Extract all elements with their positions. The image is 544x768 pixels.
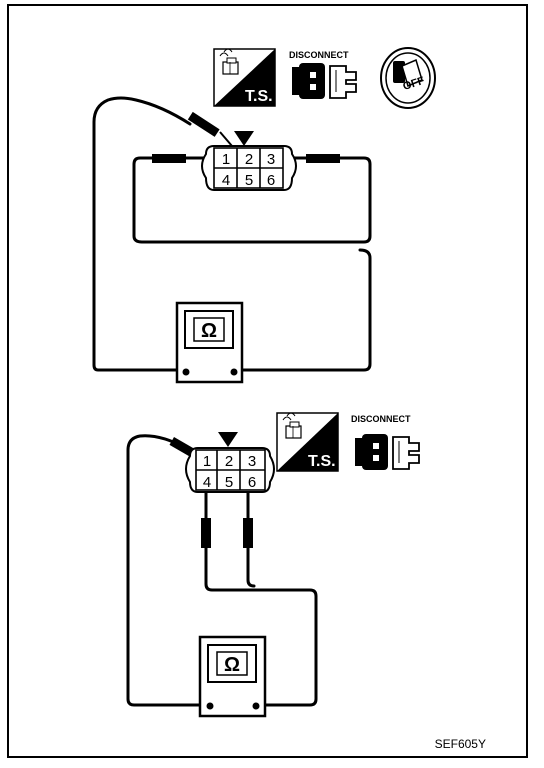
- upper-ohm-symbol: Ω: [201, 320, 217, 342]
- lower-terminal-2: 2: [225, 453, 233, 470]
- upper-meter-terminal-left: [182, 368, 190, 376]
- upper-terminal-3: 3: [267, 151, 275, 168]
- upper-procedure: T.S. DISCONNECT OFF: [92, 47, 436, 384]
- lower-terminal-1: 1: [203, 453, 211, 470]
- upper-jumper-sleeve-right: [306, 154, 340, 163]
- upper-jumper-wire: [132, 156, 372, 244]
- disconnect-label: DISCONNECT: [351, 414, 411, 424]
- ts-label: T.S.: [308, 453, 336, 470]
- ts-icon: T.S.: [276, 412, 339, 472]
- upper-connector-key-mark: [234, 131, 254, 146]
- upper-probe-wire-right: [232, 248, 372, 372]
- upper-connector: 1 2 3 4 5 6: [201, 131, 297, 191]
- ts-icon-connector-glyph: [282, 412, 302, 439]
- figure-frame: [7, 4, 528, 758]
- lower-terminal-3: 3: [248, 453, 256, 470]
- lower-ohm-symbol: Ω: [224, 654, 240, 676]
- disconnect-label: DISCONNECT: [289, 50, 349, 60]
- disconnect-plug-white: [392, 436, 420, 470]
- lower-ohmmeter: Ω: [198, 635, 267, 718]
- upper-terminal-1: 1: [222, 151, 230, 168]
- lower-procedure: T.S. DISCONNECT: [126, 412, 420, 718]
- disconnect-plug-black: [292, 63, 325, 99]
- disconnect-plug-black: [355, 434, 388, 470]
- lower-meter-terminal-left: [206, 702, 214, 710]
- lower-terminal-4: 4: [203, 474, 211, 491]
- upper-probe-wire-left: [92, 96, 192, 372]
- lower-wiring: [126, 434, 318, 707]
- ignition-off-icon: OFF: [380, 47, 436, 109]
- lower-wire-terminal-4: [204, 488, 318, 707]
- upper-ohmmeter: Ω: [175, 301, 244, 384]
- lower-probe-wire-left: [126, 434, 212, 707]
- ts-icon: T.S.: [213, 48, 276, 107]
- lower-probe-sleeve-left: [201, 518, 211, 548]
- lower-terminal-5: 5: [225, 474, 233, 491]
- upper-probe-sleeves: [152, 111, 340, 163]
- upper-wiring: [92, 96, 372, 372]
- upper-jumper-sleeve-left: [152, 154, 186, 163]
- ts-icon-connector-glyph: [219, 48, 239, 75]
- lower-terminal-6: 6: [248, 474, 256, 491]
- disconnect-plug-white: [329, 65, 357, 99]
- upper-terminal-5: 5: [245, 172, 253, 189]
- lower-wire-terminal-6: [246, 488, 256, 588]
- disconnect-icon: DISCONNECT: [289, 50, 357, 99]
- disconnect-icon: DISCONNECT: [351, 414, 420, 470]
- upper-meter-terminal-right: [230, 368, 238, 376]
- ts-label: T.S.: [245, 88, 273, 105]
- lower-meter-terminal-right: [252, 702, 260, 710]
- figure-code: SEF605Y: [435, 737, 486, 751]
- lower-connector: 1 2 3 4 5 6: [185, 432, 275, 493]
- upper-terminal-4: 4: [222, 172, 230, 189]
- upper-terminal-2: 2: [245, 151, 253, 168]
- upper-terminal-6: 6: [267, 172, 275, 189]
- lower-connector-key-mark: [218, 432, 238, 447]
- upper-probe-sleeve-diagonal: [187, 111, 220, 137]
- lower-probe-sleeve-right: [243, 518, 253, 548]
